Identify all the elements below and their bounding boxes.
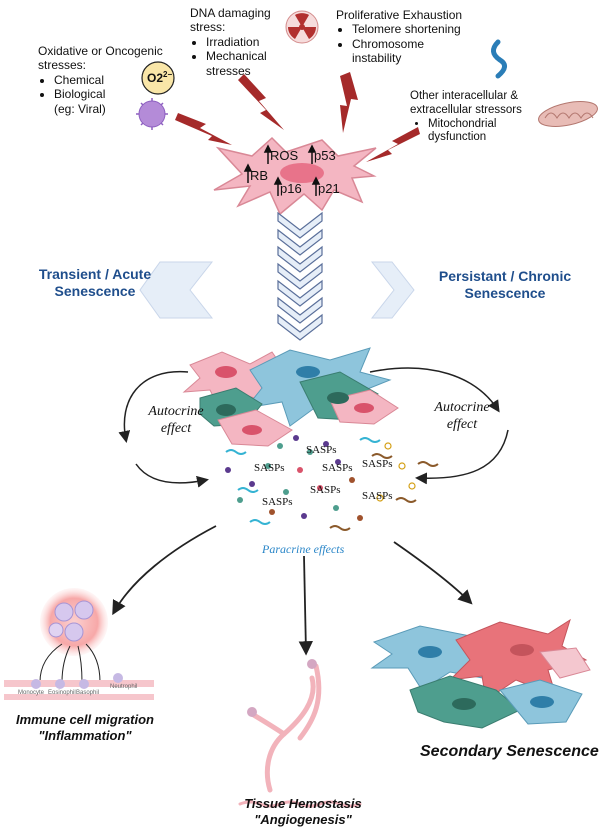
sasp-label-5: SASPs — [310, 484, 341, 496]
other-item-mitochondrial: Mitochondrial — [428, 118, 522, 132]
dna-items: Irradiation Mechanical — [190, 35, 271, 64]
sasp-label-4: SASPs — [362, 458, 393, 470]
chevron-column — [277, 211, 323, 341]
transient-line-2: Senescence — [54, 282, 136, 299]
tissue-line-1: Tissue Hemostasis — [244, 796, 362, 811]
bolt-proliferative — [340, 72, 358, 133]
immune-line-1: Immune cell migration — [16, 712, 154, 727]
bolt-dna — [238, 74, 284, 130]
autocrine-left-label: Autocrine effect — [136, 404, 216, 438]
proliferative-item-instability: instability — [352, 51, 402, 66]
marker-ros: ROS — [270, 148, 299, 163]
secondary-senescence-label: Secondary Senescence — [420, 743, 599, 760]
chromosome-icon — [491, 39, 507, 79]
oxidative-item-biological: Biological — [54, 87, 163, 101]
tip-cell — [307, 659, 317, 669]
senescent-cell — [213, 136, 377, 216]
dna-heading-1: DNA damaging — [190, 6, 271, 20]
sasp-label-7: SASPs — [362, 490, 393, 502]
bolt-other — [366, 127, 420, 162]
bolt-oxidative — [175, 113, 232, 145]
virus-icon — [136, 98, 168, 130]
other-stressors-label: Other interacellular & extracellular str… — [410, 90, 522, 145]
autocrine-right-line-1: Autocrine — [434, 400, 490, 415]
superoxide-icon — [141, 61, 175, 95]
o2-label: O22− — [147, 70, 172, 85]
proliferative-label: Proliferative Exhaustion Telomere shorte… — [336, 8, 462, 66]
oxidative-item-viral: (eg: Viral) — [54, 101, 106, 116]
marker-p16: p16 — [280, 181, 302, 196]
immune-cell-eosinophil: Eosinophil — [48, 690, 76, 696]
oxidative-heading-1: Oxidative or Oncogenic — [38, 44, 163, 58]
other-item-dysfunction: dysfunction — [428, 131, 487, 144]
immune-line-2: "Inflammation" — [38, 727, 132, 743]
dna-item-mechanical: Mechanical — [206, 49, 271, 63]
radiation-icon — [285, 10, 319, 44]
tip-cell-2 — [247, 707, 257, 717]
autocrine-arrows — [118, 367, 509, 488]
tissue-hemostasis-label: Tissue Hemostasis "Angiogenesis" — [228, 796, 378, 827]
other-items: Mitochondrial — [412, 118, 522, 132]
immune-cell-basophil: Basophil — [76, 690, 100, 696]
paracrine-effects-label: Paracrine effects — [262, 542, 345, 556]
marker-p21: p21 — [318, 181, 340, 196]
immune-cell-monocyte: Monocyte — [18, 690, 45, 696]
sasp-particles — [225, 435, 439, 531]
tissue-line-2: "Angiogenesis" — [254, 811, 352, 827]
immune-migration-label: Immune cell migration "Inflammation" — [0, 712, 170, 743]
chevron-left — [139, 261, 214, 319]
oxidative-heading-2: stresses: — [38, 58, 87, 73]
dna-item-irradiation: Irradiation — [206, 35, 271, 49]
oxidative-stress-label: Oxidative or Oncogenic stresses: Chemica… — [38, 44, 163, 116]
immune-cells-illustration — [4, 588, 154, 700]
chevron-right — [370, 261, 415, 319]
sasp-label-2: SASPs — [254, 462, 285, 474]
marker-rb: RB — [250, 168, 269, 183]
mitochondria-icon — [538, 101, 598, 127]
stress-bolts — [175, 72, 420, 162]
autocrine-left-line-2: effect — [160, 420, 192, 436]
chronic-line-1: Persistant / Chronic — [438, 268, 572, 284]
other-heading-2: extracellular stressors — [410, 103, 522, 116]
chronic-line-2: Senescence — [464, 284, 546, 301]
o2-charge: 2− — [163, 70, 173, 79]
outcome-arrows — [112, 525, 473, 656]
marker-arrows — [243, 144, 321, 196]
dna-heading-2: stress: — [190, 20, 226, 35]
sasp-label-6: SASPs — [262, 496, 293, 508]
marker-p53: p53 — [314, 148, 336, 163]
sasp-label-1: SASPs — [306, 444, 337, 456]
dna-damage-label: DNA damaging stress: Irradiation Mechani… — [190, 6, 271, 78]
autocrine-left-line-1: Autocrine — [148, 404, 204, 419]
o2-text: O2 — [147, 71, 164, 85]
proliferative-item-telomere: Telomere shortening — [352, 22, 462, 36]
immune-cell-neutrophil: Neutrophil — [110, 684, 138, 690]
transient-line-1: Transient / Acute — [38, 266, 152, 282]
other-heading-1: Other interacellular & — [410, 90, 519, 102]
senescent-cell-cluster — [182, 347, 399, 447]
dna-item-stresses: stresses — [206, 63, 251, 78]
sasp-label-3: SASPs — [322, 462, 353, 474]
oxidative-item-chemical: Chemical — [54, 73, 163, 87]
oxidative-items: Chemical Biological — [38, 73, 163, 102]
autocrine-right-line-2: effect — [446, 416, 478, 432]
chronic-senescence-label: Persistant / Chronic Senescence — [420, 268, 590, 302]
proliferative-item-chromosome: Chromosome — [352, 37, 462, 51]
secondary-senescence-cluster — [370, 618, 591, 729]
autocrine-right-label: Autocrine effect — [422, 400, 502, 434]
angiogenesis-illustration — [238, 663, 362, 808]
transient-senescence-label: Transient / Acute Senescence — [20, 266, 170, 300]
proliferative-items: Telomere shortening Chromosome — [336, 22, 462, 51]
proliferative-heading: Proliferative Exhaustion — [336, 8, 463, 22]
